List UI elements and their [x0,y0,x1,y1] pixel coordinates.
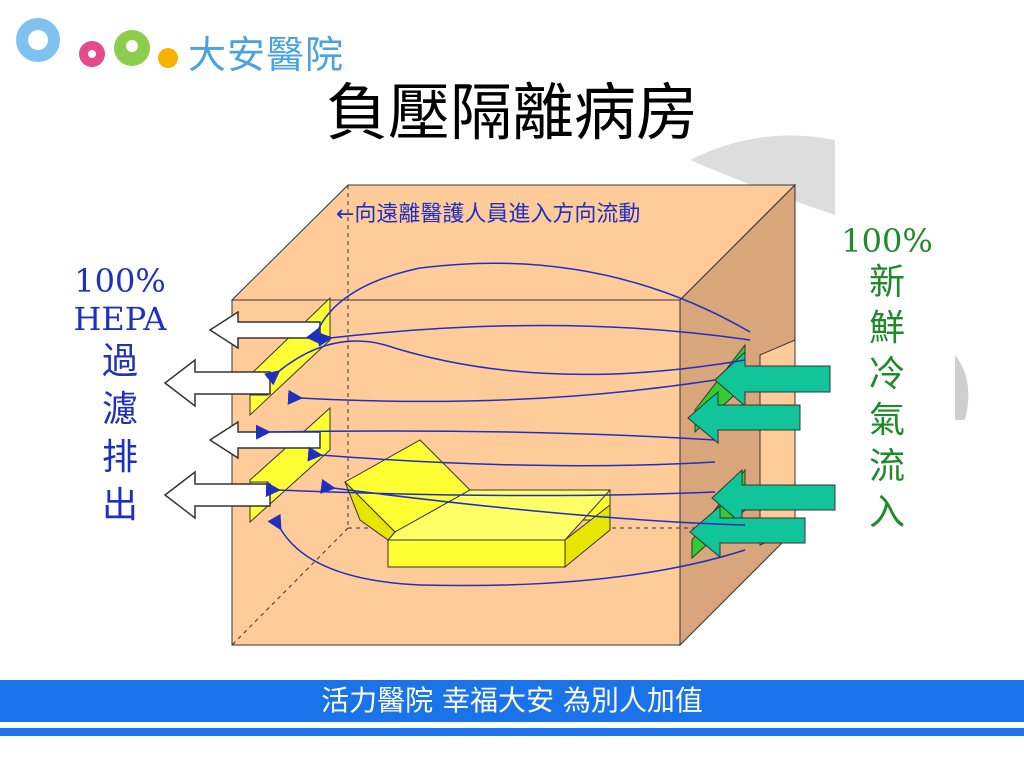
footer-bar [0,680,1024,722]
exhaust-arrows [163,310,321,520]
airflow-direction-caption: ←向遠離醫護人員進入方向流動 [336,202,641,227]
footer-line [0,728,1024,736]
fresh-air-char: 氣 [868,400,905,441]
fresh-air-char: 流 [868,446,905,487]
fresh-air-label: 100% 新 鮮 冷 氣 流 入 [832,222,942,536]
airflow-lines [255,262,751,587]
hepa-percent: 100% [74,262,166,300]
logo-text: 大安醫院 [188,33,345,77]
fresh-air-char: 鮮 [868,308,905,349]
hepa-name: HEPA [73,300,167,338]
background-swoosh-right [955,355,969,420]
fresh-air-percent: 100% [841,222,933,260]
background-swoosh [690,135,835,215]
hepa-char: 過 [101,341,138,382]
fresh-air-char: 新 [868,262,905,303]
hepa-label: 100% HEPA 過 濾 排 出 [60,262,180,530]
hidden-edge-diagonal [231,527,349,646]
hepa-char: 排 [101,437,138,478]
inflow-arrows [687,350,836,559]
hepa-char: 濾 [101,389,138,430]
logo-dots-icon [16,18,178,68]
fresh-air-char: 冷 [868,354,905,395]
footer-slogan: 活力醫院 幸福大安 為別人加值 [321,684,703,717]
fresh-air-char: 入 [868,492,905,533]
hospital-logo [8,8,368,78]
hepa-char: 出 [101,485,138,526]
page-title: 負壓隔離病房 [325,76,698,149]
